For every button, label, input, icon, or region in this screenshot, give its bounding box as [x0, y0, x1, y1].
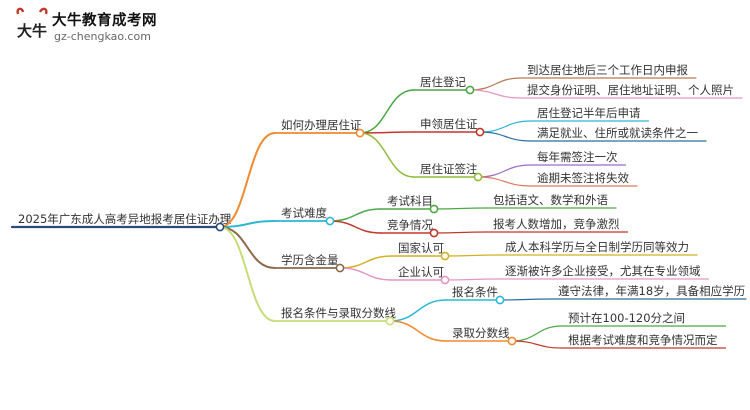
sub-branch-label[interactable]: 申领居住证 — [420, 117, 478, 131]
root-node-label[interactable]: 2025年广东成人高考异地报考居住证办理 — [18, 212, 232, 226]
node-dot — [507, 336, 517, 346]
connector — [479, 131, 532, 142]
connector — [339, 255, 393, 269]
node-dot — [325, 216, 335, 226]
leaf-label[interactable]: 逐渐被许多企业接受，尤其在专业领域 — [505, 264, 701, 278]
leaf-label[interactable]: 提交身份证明、居住地址证明、个人照片 — [527, 83, 734, 97]
leaf-label[interactable]: 到达居住地后三个工作日内申报 — [527, 63, 688, 77]
node-dot — [429, 228, 439, 238]
sub-branch-label[interactable]: 企业认可 — [398, 265, 444, 279]
connector — [469, 77, 522, 91]
leaf-label[interactable]: 每年需签注一次 — [537, 150, 618, 164]
connector — [219, 226, 276, 269]
connector — [479, 120, 532, 133]
sub-branch-label[interactable]: 国家认可 — [398, 241, 444, 255]
branch-label[interactable]: 如何办理居住证 — [281, 118, 362, 132]
leaf-label[interactable]: 根据考试难度和竞争情况而定 — [568, 333, 718, 347]
connector — [477, 164, 532, 178]
node-dot — [440, 275, 450, 285]
connector — [329, 220, 382, 234]
svg-text:大牛: 大牛 — [17, 22, 47, 40]
node-dot — [385, 316, 395, 326]
sub-branch-label[interactable]: 考试科目 — [387, 194, 433, 208]
leaf-label[interactable]: 预计在100-120分之间 — [568, 311, 685, 325]
leaf-label[interactable]: 遵守法律，年满18岁，具备相应学历 — [558, 284, 745, 298]
node-dot — [465, 85, 475, 95]
connector — [339, 267, 393, 281]
site-logo[interactable]: 大牛 大牛教育成考网 gz-chengkao.com — [14, 6, 214, 52]
leaf-label[interactable]: 成人本科学历与全日制学历同等效力 — [505, 240, 689, 254]
node-dot — [495, 295, 505, 305]
connector — [511, 340, 563, 349]
connector — [359, 131, 415, 134]
sub-branch-label[interactable]: 录取分数线 — [452, 326, 510, 340]
branch-label[interactable]: 报名条件与录取分数线 — [281, 306, 396, 320]
leaf-label[interactable]: 满足就业、住所或就读条件之一 — [537, 126, 698, 140]
leaf-label[interactable]: 报考人数增加，竞争激烈 — [493, 217, 620, 231]
connector — [477, 176, 532, 187]
sub-branch-label[interactable]: 报名条件 — [452, 285, 498, 299]
connector — [219, 132, 276, 228]
node-dot — [335, 263, 345, 273]
connector — [329, 208, 382, 222]
leaf-label[interactable]: 包括语文、数学和外语 — [493, 193, 608, 207]
branch-label[interactable]: 学历含金量 — [281, 253, 339, 267]
bull-logo-icon: 大牛 — [16, 7, 48, 40]
connector — [444, 254, 500, 257]
branch-label[interactable]: 考试难度 — [281, 206, 327, 220]
logo-title: 大牛教育成考网 — [52, 13, 157, 29]
node-dot — [355, 128, 365, 138]
logo-url[interactable]: gz-chengkao.com — [54, 30, 151, 43]
connector — [433, 231, 488, 234]
node-dot — [215, 222, 225, 232]
sub-branch-label[interactable]: 竞争情况 — [387, 218, 433, 232]
node-dot — [475, 127, 485, 137]
connector — [433, 207, 488, 210]
sub-branch-label[interactable]: 居住登记 — [420, 75, 466, 89]
connector — [389, 320, 447, 342]
connector — [219, 226, 276, 322]
connector — [359, 89, 415, 134]
node-dot — [440, 251, 450, 261]
leaf-label[interactable]: 逾期未签注将失效 — [537, 171, 629, 185]
connector — [389, 299, 447, 322]
node-dot — [473, 172, 483, 182]
node-dot — [429, 204, 439, 214]
sub-branch-label[interactable]: 居住证签注 — [420, 162, 478, 176]
leaf-label[interactable]: 居住登记半年后申请 — [537, 106, 641, 120]
connector — [499, 298, 553, 301]
connector — [359, 132, 415, 178]
connector — [511, 325, 563, 342]
connector — [444, 278, 500, 281]
connector — [469, 89, 522, 99]
